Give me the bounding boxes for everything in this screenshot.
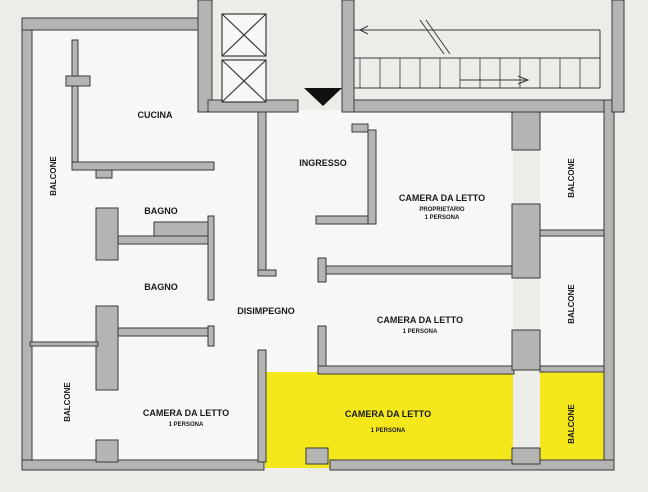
room-label-disimpegno: DISIMPEGNO: [237, 306, 295, 316]
room-sub-camera-mid: 1 PERSONA: [403, 329, 438, 335]
room-label-camera-highlighted: CAMERA DA LETTO: [345, 409, 431, 419]
highlighted-balcony-fill: [540, 372, 604, 468]
room-label-cucina: CUCINA: [138, 110, 173, 120]
room-label-ingresso: INGRESSO: [299, 158, 347, 168]
staircase-icon: [354, 19, 601, 89]
room-sub-camera-highlighted: 1 PERSONA: [371, 428, 406, 434]
room-label-bagno-2: BAGNO: [144, 282, 178, 292]
balcony-label-right-top: BALCONE: [567, 158, 576, 198]
entrance-arrow-icon: [304, 88, 342, 106]
interior-walls: [29, 39, 605, 465]
balcony-label-left-bottom: BALCONE: [63, 382, 72, 422]
room-label-bagno-1: BAGNO: [144, 206, 178, 216]
floor-left-block: [30, 28, 208, 468]
balcony-label-left-top: BALCONE: [49, 156, 58, 196]
room-label-camera-bottom-left: CAMERA DA LETTO: [143, 408, 229, 418]
room-label-camera-proprietario: CAMERA DA LETTO: [399, 193, 485, 203]
room-sub-proprietario: PROPRIETARIO: [419, 207, 465, 213]
elevator-cross-icon: [221, 13, 267, 103]
outer-walls: [21, 0, 625, 471]
room-sub-proprietario-persona: 1 PERSONA: [425, 215, 460, 221]
room-sub-camera-bottom-left: 1 PERSONA: [169, 422, 204, 428]
room-label-camera-mid: CAMERA DA LETTO: [377, 315, 463, 325]
balcony-label-right-mid: BALCONE: [567, 284, 576, 324]
balcony-label-right-bottom: BALCONE: [567, 404, 576, 444]
highlighted-bedroom-fill: [265, 372, 513, 468]
